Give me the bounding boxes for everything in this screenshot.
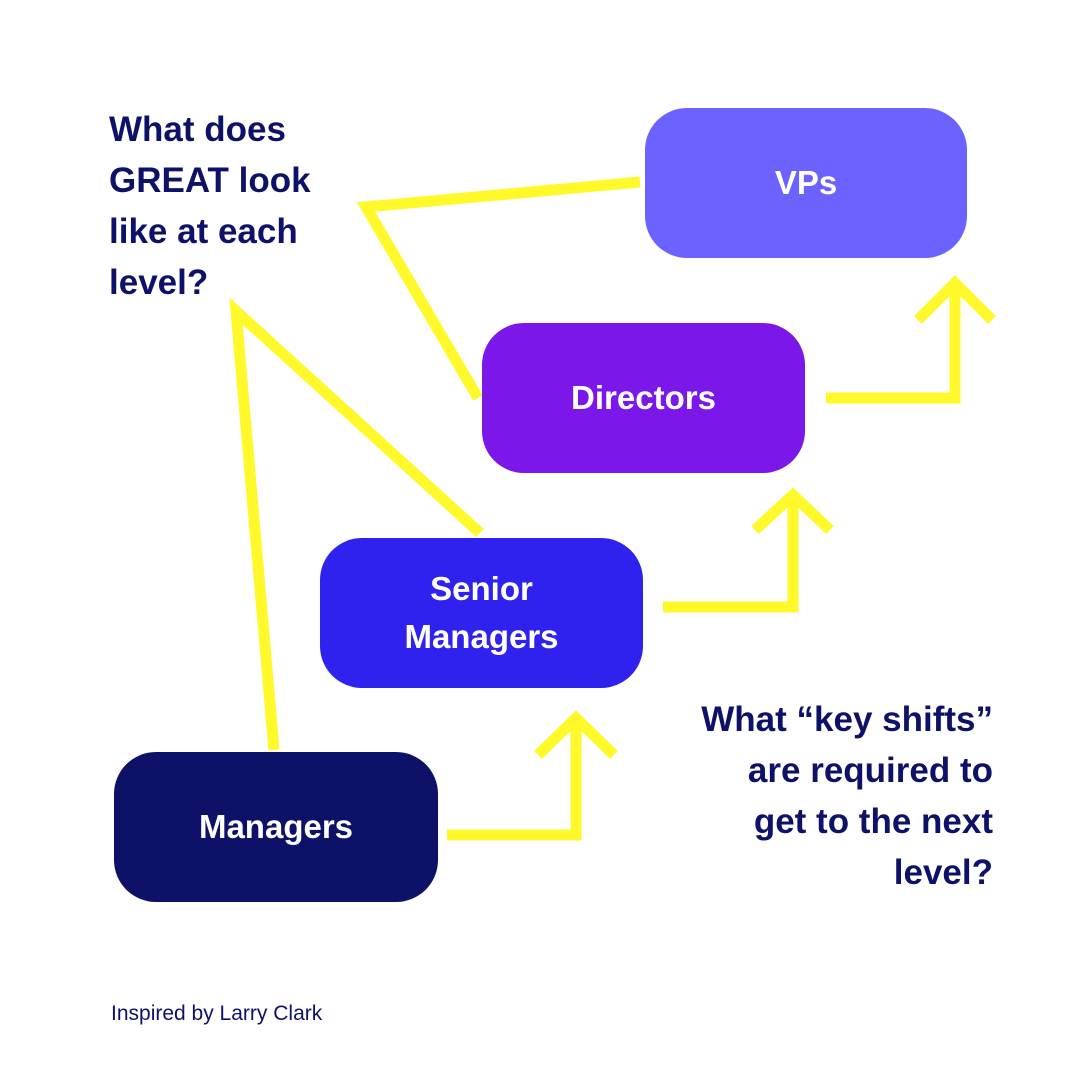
step-arrow-managers-to-senior (447, 718, 582, 841)
question-key-shifts: What “key shifts” are required to get to… (620, 694, 993, 898)
credit-text: Inspired by Larry Clark (111, 1002, 323, 1025)
arrow-head-directors-to-vps (914, 275, 996, 324)
level-box-vps: VPs (645, 108, 967, 258)
step-arrow-directors-to-vps (826, 283, 961, 404)
connector-great-to-managers-senior (229, 297, 484, 751)
level-label-directors: Directors (571, 379, 716, 417)
question-great-line-2: GREAT look (109, 161, 311, 200)
level-box-managers: Managers (114, 752, 438, 902)
question-shifts-line-3: get to the next (753, 802, 993, 841)
level-label-senior-managers-line-1: Senior (430, 570, 533, 608)
question-great-line-3: like at each (109, 212, 298, 251)
level-box-senior-managers: Senior Managers (320, 538, 643, 688)
arrow-head-managers-to-senior (534, 710, 618, 759)
level-label-senior-managers-line-2: Managers (404, 618, 559, 655)
arrow-head-senior-to-directors (751, 487, 834, 535)
level-label-vps: VPs (774, 164, 838, 202)
level-label-senior-managers: Senior Managers (404, 565, 558, 661)
question-great-line-4: level? (109, 263, 209, 302)
step-arrow-senior-to-directors (663, 495, 799, 613)
connector-great-to-vps-directors (356, 176, 641, 401)
level-box-directors: Directors (482, 323, 805, 473)
question-great-line-1: What does (109, 110, 286, 149)
question-what-great-looks-like: What does GREAT look like at each level? (109, 104, 369, 308)
question-shifts-line-1: What “key shifts” (701, 700, 993, 739)
question-shifts-line-2: are required to (747, 751, 993, 790)
question-shifts-line-4: level? (893, 853, 993, 892)
level-label-managers: Managers (198, 808, 354, 846)
